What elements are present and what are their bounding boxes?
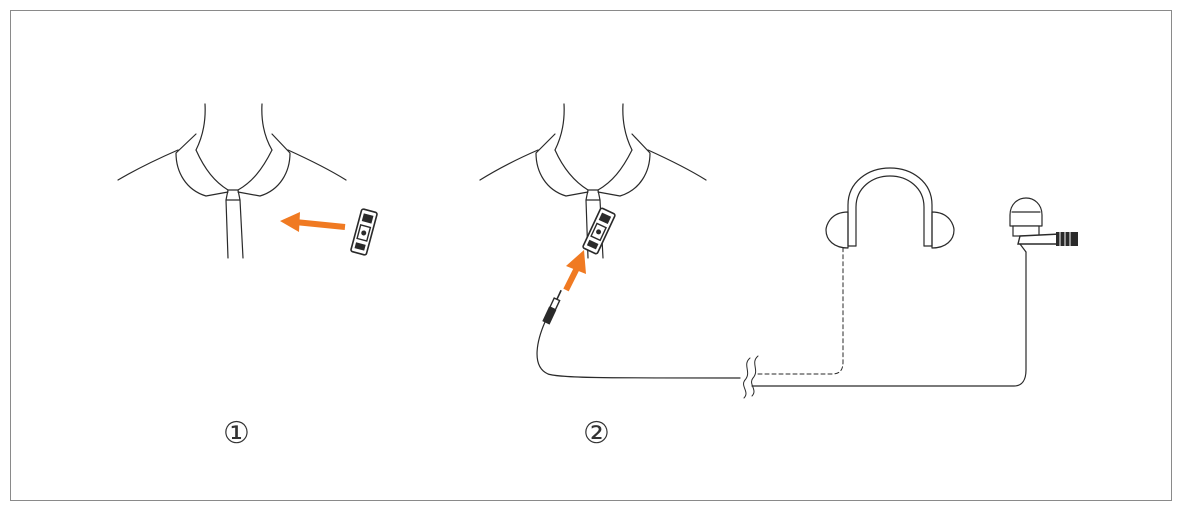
arrow-step-2 [563, 250, 586, 292]
transmitter-icon [350, 208, 378, 256]
shirt-figure-2 [479, 103, 707, 259]
headphones-icon [825, 167, 955, 249]
step-2-label: ② [583, 416, 610, 451]
audio-plug-icon [542, 289, 562, 325]
lavalier-mic-icon [1009, 197, 1078, 253]
shirt-figure-1 [117, 103, 347, 259]
transmitter-icon [582, 207, 616, 255]
arrow-step-1 [280, 212, 346, 232]
step-1-label: ① [223, 416, 250, 451]
mic-cable [751, 251, 1027, 387]
audio-cable [536, 321, 741, 379]
diagram-frame [10, 10, 1172, 501]
cable-break-mark [743, 357, 751, 399]
headphone-cable-dashed [757, 247, 844, 375]
